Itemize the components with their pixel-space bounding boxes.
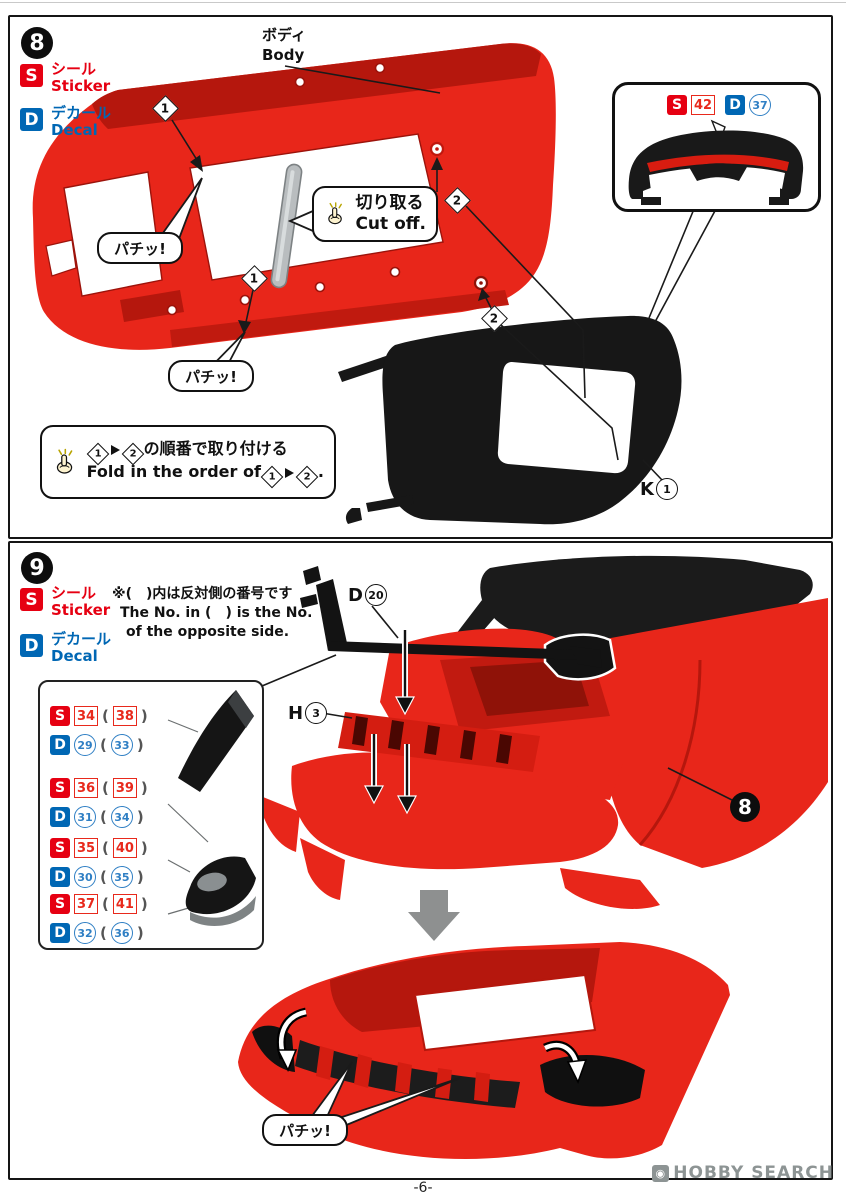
- inset-sticker-number: 42: [691, 95, 715, 115]
- fold-order-jp-text: の順番で取り付ける: [143, 438, 288, 458]
- sticker-label-en: Sticker: [51, 77, 111, 96]
- sticker-row: S 34( 38): [50, 706, 148, 726]
- rear-panel-part-art: [628, 119, 804, 205]
- page-number: -6-: [413, 1180, 433, 1196]
- part-number-1: 1: [655, 478, 678, 500]
- rear-panel-inset: S 42 D 37: [612, 82, 821, 212]
- decal-row: D 30( 35): [50, 866, 144, 888]
- sticker-reference-box: S 34( 38) D 29( 33) S 36( 39) D 31( 34) …: [38, 680, 264, 950]
- inset-sticker-chip: S: [667, 95, 687, 115]
- part-number-3: 3: [305, 702, 328, 724]
- cut-off-note: 切り取る Cut off.: [312, 186, 438, 242]
- order-marker-icon: 2: [295, 465, 319, 489]
- part-letter-k: K: [640, 478, 654, 500]
- decal-row: D 31( 34): [50, 806, 144, 828]
- decal-row: D 32( 36): [50, 922, 144, 944]
- snap-bubble-2: パチッ!: [168, 360, 254, 392]
- step8-number: 8: [29, 30, 45, 56]
- step9-number: 9: [29, 555, 45, 581]
- snap-bubble-3: パチッ!: [262, 1114, 348, 1146]
- decal-row: D 29( 33): [50, 734, 144, 756]
- inset-sticker-decal-row: S 42 D 37: [667, 94, 771, 116]
- opposite-note-jp: ※( )内は反対側の番号です: [112, 586, 293, 602]
- snap-text-2: パチッ!: [185, 367, 237, 386]
- pointing-hand-icon: [328, 202, 342, 225]
- fold-order-en-text: Fold in the order of: [86, 462, 261, 481]
- sticker-chip-letter: S: [25, 65, 38, 86]
- sticker-legend-step8: シール Sticker: [51, 60, 111, 96]
- part-label-h3: H 3: [288, 702, 328, 724]
- part-letter-h: H: [288, 702, 304, 724]
- sticker-label-jp: シール: [51, 60, 97, 78]
- part-label-d20: D 20: [348, 584, 387, 606]
- order-marker-icon: 1: [260, 465, 284, 489]
- decal-legend-step8: デカール Decal: [51, 104, 112, 140]
- cut-off-en: Cut off.: [355, 214, 426, 234]
- step8-reference-badge: 8: [730, 792, 760, 822]
- opposite-note-en1: The No. in ( ) is the No.: [120, 604, 313, 621]
- opposite-side-note: ※( )内は反対側の番号です The No. in ( ) is the No.…: [112, 585, 312, 642]
- sticker-row: S 37( 41): [50, 894, 148, 914]
- inset-decal-chip: D: [725, 95, 745, 115]
- step8-reference-number: 8: [738, 795, 752, 819]
- snap-text-1: パチッ!: [114, 239, 166, 258]
- sticker-chip-step8: S: [20, 64, 43, 87]
- opposite-note-en2: of the opposite side.: [126, 623, 290, 640]
- decal-label-en: Decal: [51, 121, 98, 140]
- decal-chip-letter: D: [24, 109, 39, 130]
- step8-badge: 8: [21, 27, 53, 59]
- pointing-hand-icon: [56, 448, 73, 474]
- cut-off-text: 切り取る Cut off.: [355, 193, 426, 236]
- order-arrow-icon: [110, 444, 120, 455]
- part-letter-d: D: [348, 584, 363, 606]
- sticker-row: S 36( 39): [50, 778, 148, 798]
- step9-badge: 9: [21, 552, 53, 584]
- fold-order-en-period: .: [317, 462, 324, 481]
- decal-chip-step8: D: [20, 108, 43, 131]
- page-top-rule: [0, 2, 846, 3]
- body-label-jp: ボディ: [262, 26, 306, 44]
- body-part-label: ボディ Body: [262, 26, 306, 65]
- snap-text-3: パチッ!: [279, 1121, 331, 1140]
- hobbysearch-watermark-text: HOBBY SEARCH: [673, 1163, 834, 1183]
- body-label-en: Body: [262, 45, 305, 64]
- inset-decal-number: 37: [749, 94, 771, 116]
- hobbysearch-logo-icon: ◉: [652, 1164, 670, 1182]
- part-number-20: 20: [364, 584, 387, 606]
- decal-chip-step9: D: [20, 634, 43, 657]
- decal-label-jp: デカール: [51, 104, 112, 122]
- reference-parts-art: [167, 690, 256, 926]
- order-arrow-icon: [284, 468, 294, 478]
- cut-off-jp: 切り取る: [355, 192, 424, 213]
- sticker-row: S 35( 40): [50, 838, 148, 858]
- hobbysearch-watermark: ◉ HOBBY SEARCH: [652, 1163, 834, 1183]
- sticker-chip-step9: S: [20, 588, 43, 611]
- snap-bubble-1: パチッ!: [97, 232, 183, 264]
- part-label-k1: K 1: [640, 478, 678, 500]
